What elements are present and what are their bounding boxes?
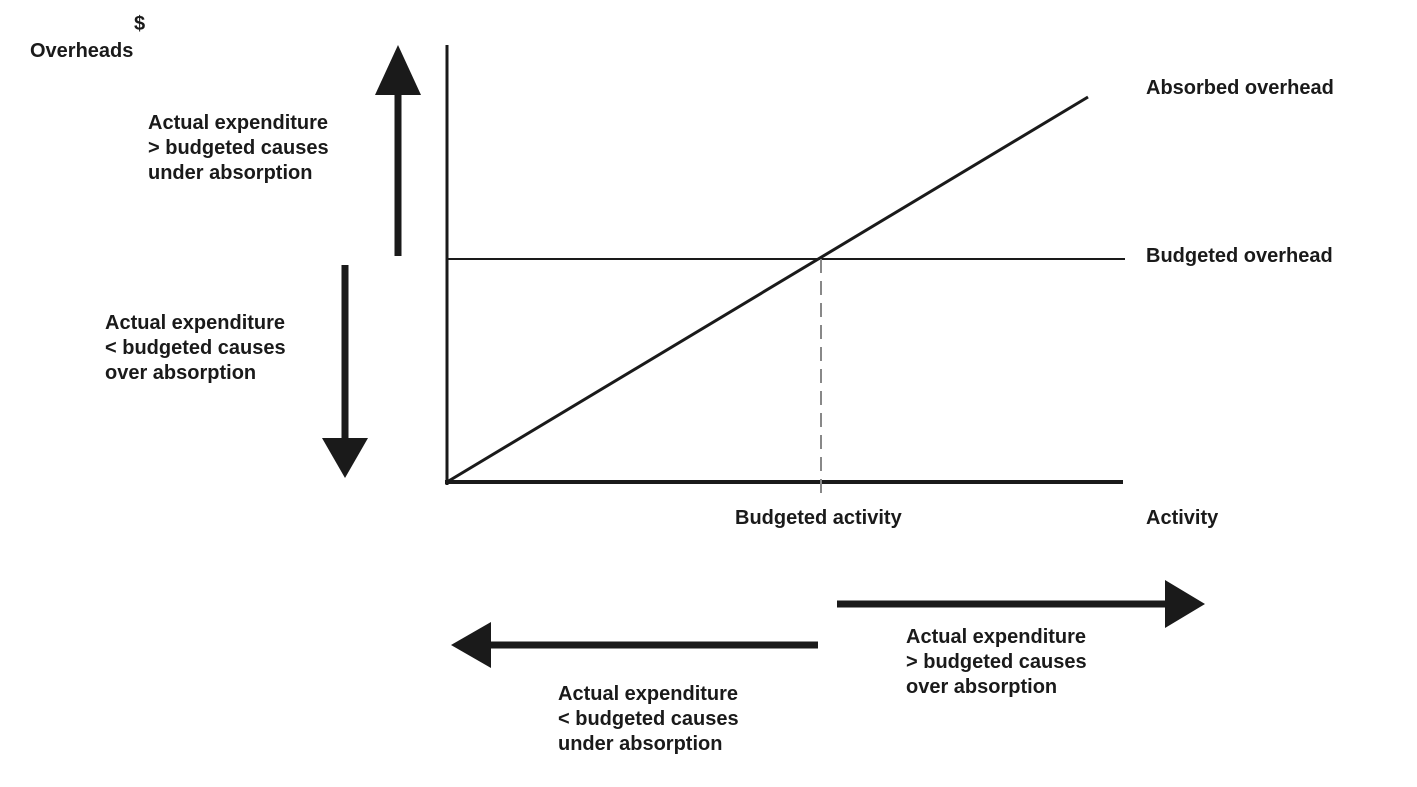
x-axis-label: Activity — [1146, 507, 1219, 529]
annotation-line: Actual expenditure — [558, 683, 739, 705]
budgeted-activity-label: Budgeted activity — [735, 507, 902, 529]
left-arrow — [451, 622, 818, 668]
annotation-line: under absorption — [558, 733, 723, 755]
annotation-line: Actual expenditure — [906, 626, 1087, 648]
right-annotation: Actual expenditure > budgeted causes ove… — [906, 625, 1087, 700]
annotation-line: > budgeted causes — [148, 137, 329, 159]
y-axis-label: Overheads — [30, 40, 134, 62]
annotation-line: < budgeted causes — [105, 337, 286, 359]
absorbed-overhead-label: Absorbed overhead — [1146, 77, 1334, 99]
budgeted-overhead-label: Budgeted overhead — [1146, 245, 1333, 267]
up-arrow — [375, 45, 421, 256]
up-annotation: Actual expenditure > budgeted causes und… — [148, 111, 329, 186]
down-annotation: Actual expenditure < budgeted causes ove… — [105, 311, 286, 386]
currency-symbol: $ — [134, 13, 146, 35]
right-arrow — [837, 580, 1205, 628]
annotation-line: < budgeted causes — [558, 708, 739, 730]
annotation-line: Actual expenditure — [105, 312, 286, 334]
left-annotation: Actual expenditure < budgeted causes und… — [558, 682, 739, 757]
annotation-line: under absorption — [148, 162, 313, 184]
absorbed-overhead-line — [446, 95, 1089, 484]
annotation-line: > budgeted causes — [906, 651, 1087, 673]
annotation-line: Actual expenditure — [148, 112, 329, 134]
down-arrow — [322, 265, 368, 478]
annotation-line: over absorption — [906, 676, 1058, 698]
annotation-line: over absorption — [105, 362, 257, 384]
